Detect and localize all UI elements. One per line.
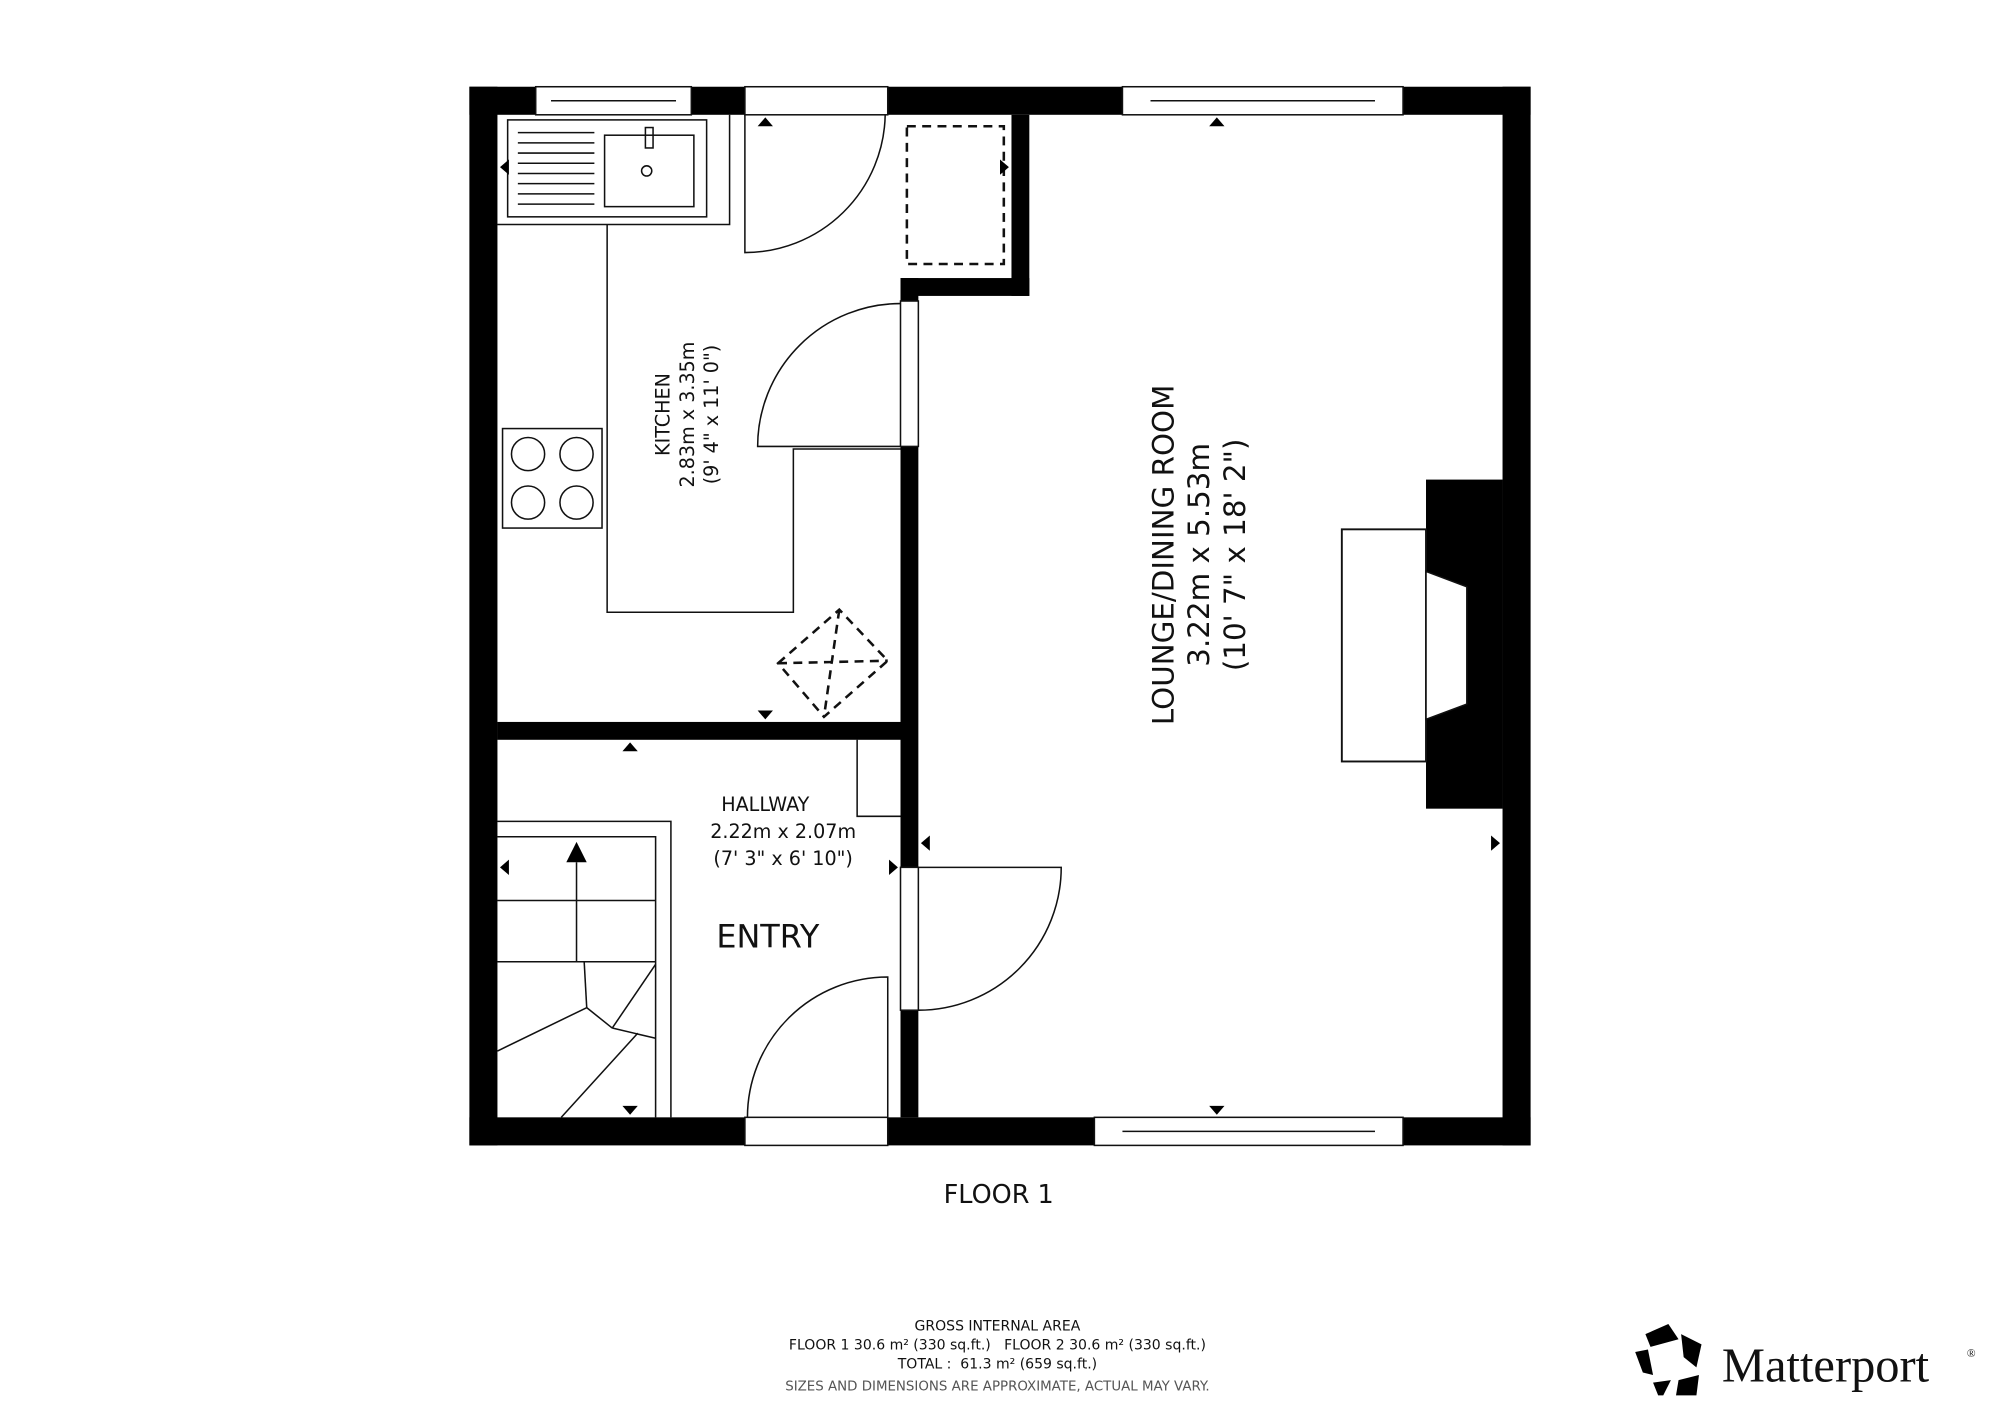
fireplace <box>1340 479 1503 809</box>
floor-label: FLOOR 1 <box>944 1180 1054 1210</box>
disclaimer: SIZES AND DIMENSIONS ARE APPROXIMATE, AC… <box>785 1379 1209 1394</box>
hob <box>501 427 603 529</box>
room-name: HALLWAY <box>721 793 809 816</box>
hallway-label: HALLWAY 2.22m x 2.07m (7' 3" x 6' 10") <box>710 793 856 870</box>
room-imperial: (7' 3" x 6' 10") <box>713 847 853 870</box>
kitchen-fixtures <box>497 114 1006 719</box>
lounge-label: LOUNGE/DINING ROOM 3.22m x 5.53m (10' 7"… <box>1146 385 1251 726</box>
matterport-logo-icon <box>1635 1323 1702 1396</box>
kitchen-label: KITCHEN 2.83m x 3.35m (9' 4" x 11' 0") <box>652 342 723 488</box>
doors <box>744 114 1062 1118</box>
matterport-wordmark: Matterport <box>1722 1339 1930 1392</box>
windows <box>534 85 1404 1147</box>
area-total: TOTAL : 61.3 m² (659 sq.ft.) <box>897 1357 1097 1373</box>
room-name: LOUNGE/DINING ROOM <box>1146 385 1180 726</box>
area-summary: GROSS INTERNAL AREA FLOOR 1 30.6 m² (330… <box>785 1318 1209 1394</box>
room-metric: 2.22m x 2.07m <box>710 820 856 843</box>
room-imperial: (9' 4" x 11' 0") <box>700 345 723 485</box>
matterport-logo: Matterport ® <box>1635 1323 1976 1396</box>
room-name: KITCHEN <box>652 373 675 456</box>
area-floors: FLOOR 1 30.6 m² (330 sq.ft.) FLOOR 2 30.… <box>789 1337 1206 1353</box>
measure-markers <box>499 117 1500 1115</box>
entry-label: ENTRY <box>716 918 820 956</box>
area-title: GROSS INTERNAL AREA <box>915 1318 1081 1334</box>
room-metric: 3.22m x 5.53m <box>1182 443 1216 667</box>
room-imperial: (10' 7" x 18' 2") <box>1218 439 1252 672</box>
stairs <box>497 739 901 1118</box>
room-metric: 2.83m x 3.35m <box>676 342 699 488</box>
registered-mark: ® <box>1967 1348 1976 1360</box>
